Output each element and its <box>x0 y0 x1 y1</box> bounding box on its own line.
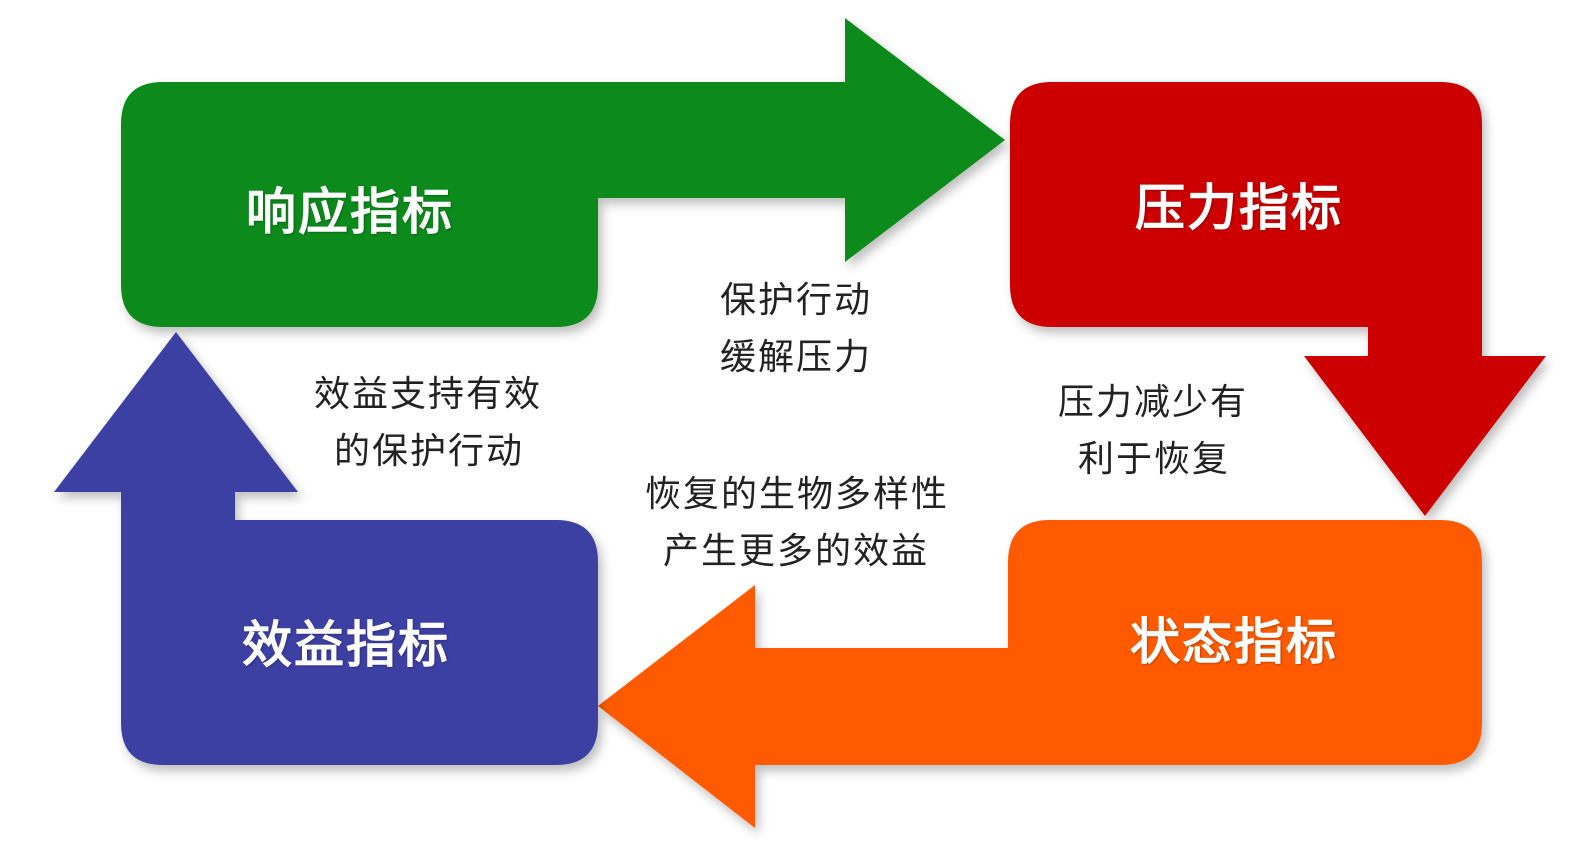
pressure-arrow <box>1010 82 1546 516</box>
state-box-title: 状态指标 <box>1130 612 1338 671</box>
caption-line: 压力减少有 <box>1058 382 1249 423</box>
response-box-title: 响应指标 <box>246 182 454 241</box>
caption-pressure-to-state: 压力减少有 利于恢复 <box>1058 374 1248 488</box>
caption-line: 恢复的生物多样性 <box>645 474 950 515</box>
response-arrow <box>121 18 1005 327</box>
caption-line: 的保护行动 <box>334 431 525 472</box>
pressure-box-title: 压力指标 <box>1135 178 1343 237</box>
caption-line: 效益支持有效 <box>314 374 543 415</box>
caption-state-to-benefit: 恢复的生物多样性 产生更多的效益 <box>645 466 949 580</box>
benefit-box-title: 效益指标 <box>242 615 450 674</box>
caption-benefit-to-response: 效益支持有效 的保护行动 <box>314 366 542 480</box>
benefit-arrow <box>54 332 598 765</box>
caption-line: 利于恢复 <box>1078 439 1231 480</box>
caption-line: 保护行动 <box>720 280 873 321</box>
caption-response-to-pressure: 保护行动 缓解压力 <box>720 272 872 386</box>
caption-line: 产生更多的效益 <box>663 531 930 572</box>
state-arrow <box>598 520 1482 828</box>
caption-line: 缓解压力 <box>720 337 873 378</box>
